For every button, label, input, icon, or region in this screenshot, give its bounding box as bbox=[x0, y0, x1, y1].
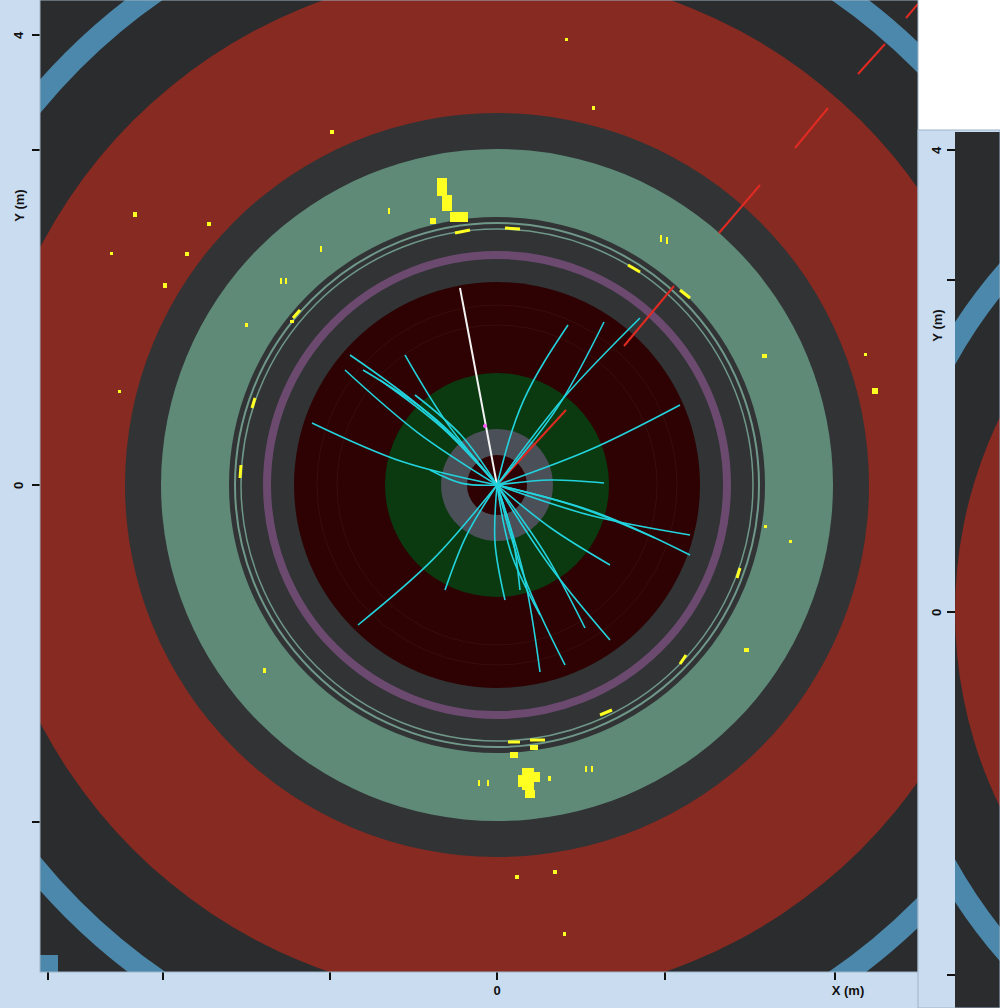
axis-strip bbox=[0, 0, 40, 972]
particle-track bbox=[350, 355, 497, 485]
particle-track bbox=[497, 322, 604, 485]
particle-track bbox=[497, 480, 604, 485]
particle-track bbox=[497, 485, 565, 665]
particle-track bbox=[497, 318, 640, 485]
particle-track bbox=[497, 485, 655, 538]
axis-strip bbox=[0, 972, 918, 1008]
particle-track bbox=[415, 395, 497, 485]
axis-label: 0 bbox=[930, 608, 943, 615]
particle-track bbox=[497, 405, 680, 485]
particle-track bbox=[497, 485, 610, 640]
detector-view bbox=[40, 0, 918, 972]
particle-track bbox=[405, 355, 497, 485]
particle-track bbox=[497, 485, 610, 565]
particle-track bbox=[430, 470, 497, 485]
particle-track bbox=[497, 485, 690, 555]
particle-track bbox=[363, 370, 497, 485]
axis-label: 4 bbox=[930, 146, 943, 153]
axis-label: 0 bbox=[12, 481, 25, 488]
axis-label: Y (m) bbox=[930, 309, 943, 341]
particle-track bbox=[380, 380, 497, 485]
particle-track bbox=[497, 485, 585, 628]
axis-label: Y (m) bbox=[12, 189, 25, 221]
particle-track bbox=[497, 485, 540, 615]
axis-label: X (m) bbox=[832, 984, 865, 997]
axis-label: 4 bbox=[12, 31, 25, 38]
axis-label: 0 bbox=[493, 984, 500, 997]
particle-track bbox=[445, 485, 497, 590]
particle-track bbox=[358, 485, 497, 625]
